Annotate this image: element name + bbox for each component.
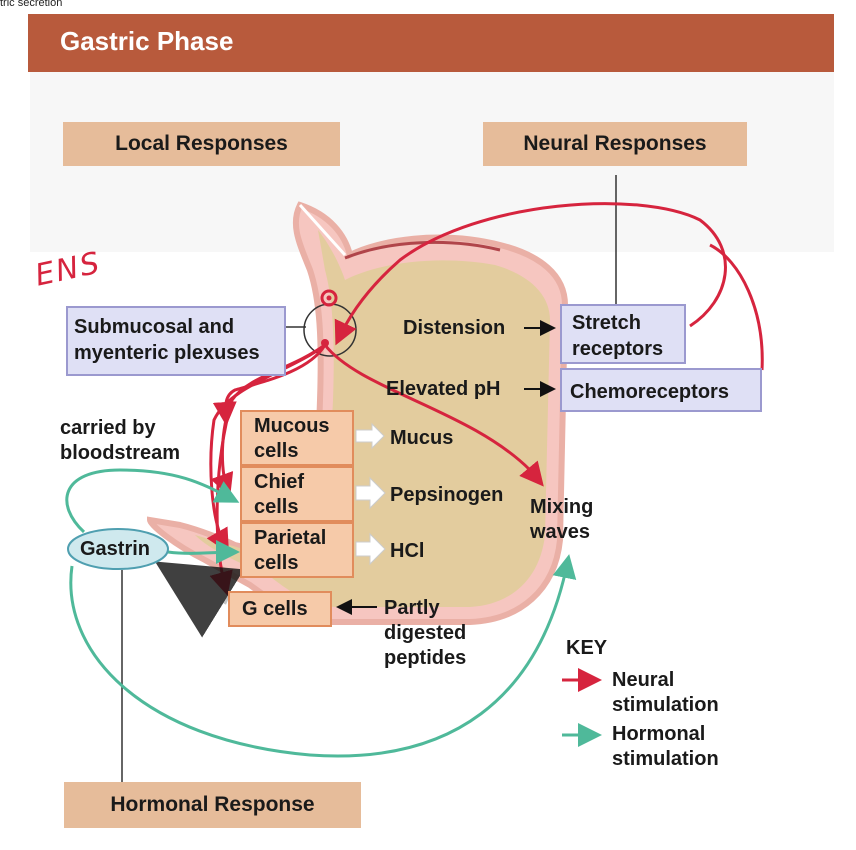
mucus-label: Mucus — [390, 427, 454, 449]
hcl-label: HCl — [390, 540, 425, 562]
key-neural-label: Neural stimulation — [612, 668, 719, 718]
carried-line-1: carried by — [60, 417, 156, 439]
key-title: KEY — [566, 637, 608, 659]
peptides-line-3: peptides — [384, 647, 467, 669]
local-responses-header: Local Responses — [63, 122, 340, 166]
plexuses-line-1: Submucosal and — [74, 316, 235, 338]
page-title: Gastric Phase — [60, 26, 234, 56]
chief-line-2: cells — [254, 496, 299, 518]
plexuses-line-2: myenteric plexuses — [74, 342, 260, 364]
mixing-line-2: waves — [530, 521, 591, 543]
key-hormonal-line-2: stimulation — [612, 748, 719, 770]
key-neural-line-2: stimulation — [612, 694, 719, 716]
mucous-cells-box: Mucous cells — [240, 410, 354, 466]
mucous-line-2: cells — [254, 440, 299, 462]
stretch-line-2: receptors — [572, 338, 664, 360]
parietal-line-1: Parietal — [254, 527, 327, 549]
partly-digested-peptides-label: Partly digested peptides — [384, 596, 466, 671]
plexuses-box: Submucosal and myenteric plexuses — [66, 306, 286, 376]
stretch-receptors-box: Stretch receptors — [560, 304, 686, 364]
peptides-line-2: digested — [384, 622, 467, 644]
stomach-illustration — [146, 201, 569, 625]
chemoreceptors-box: Chemoreceptors — [560, 368, 762, 412]
stretch-line-1: Stretch — [572, 312, 641, 334]
mixing-line-1: Mixing — [530, 496, 594, 518]
carried-line-2: bloodstream — [60, 442, 181, 464]
carried-by-bloodstream-label: carried by bloodstream — [60, 416, 180, 466]
mucous-line-1: Mucous — [254, 415, 330, 437]
chief-line-1: Chief — [254, 471, 304, 493]
chief-cells-box: Chief cells — [240, 466, 354, 522]
key-hormonal-label: Hormonal stimulation — [612, 722, 719, 772]
distension-label: Distension — [403, 317, 506, 339]
hormonal-response-header: Hormonal Response — [64, 782, 361, 828]
key-neural-line-1: Neural — [612, 669, 675, 691]
mixing-waves-label: Mixing waves — [530, 495, 593, 545]
pepsinogen-label: Pepsinogen — [390, 484, 504, 506]
top-caption: tric secretion — [0, 0, 63, 9]
elevated-ph-label: Elevated pH — [386, 378, 501, 400]
peptides-line-1: Partly — [384, 597, 440, 619]
neural-responses-header: Neural Responses — [483, 122, 747, 166]
gastrin-label: Gastrin — [80, 538, 151, 560]
key-hormonal-line-1: Hormonal — [612, 723, 706, 745]
parietal-cells-box: Parietal cells — [240, 522, 354, 578]
title-banner — [28, 14, 834, 72]
parietal-line-2: cells — [254, 552, 299, 574]
g-cells-box: G cells — [228, 591, 332, 627]
